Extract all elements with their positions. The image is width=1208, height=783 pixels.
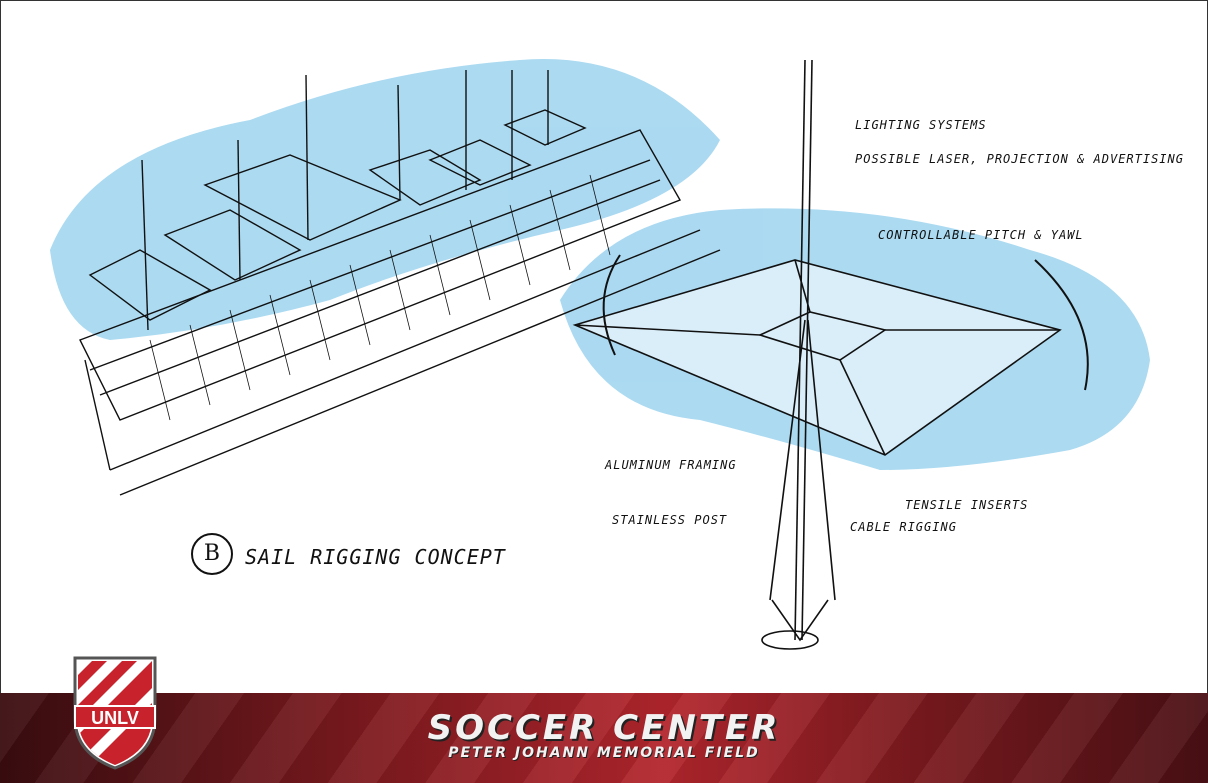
callout-pitch: CONTROLLABLE PITCH & YAWL — [878, 228, 1084, 242]
sail-rigging-sketch — [50, 59, 1150, 650]
callout-cable: CABLE RIGGING — [850, 520, 957, 534]
footer-banner — [0, 693, 1208, 783]
svg-text:UNLV: UNLV — [91, 708, 139, 728]
callout-aluminum: ALUMINUM FRAMING — [605, 458, 737, 472]
unlv-logo-icon: UNLV — [73, 656, 157, 770]
callout-post: STAINLESS POST — [612, 513, 728, 527]
footer-subtitle: PETER JOHANN MEMORIAL FIELD — [448, 745, 760, 761]
sail-detail-drawing — [572, 59, 1089, 650]
concept-marker: B — [191, 533, 233, 575]
grandstand-drawing — [79, 70, 721, 496]
footer-title: SOCCER CENTER — [427, 708, 781, 748]
callout-laser: POSSIBLE LASER, PROJECTION & ADVERTISING — [855, 152, 1184, 166]
concept-title: SAIL RIGGING CONCEPT — [245, 545, 506, 569]
callout-lighting: LIGHTING SYSTEMS — [855, 118, 987, 132]
callout-tensile: TENSILE INSERTS — [905, 498, 1029, 512]
